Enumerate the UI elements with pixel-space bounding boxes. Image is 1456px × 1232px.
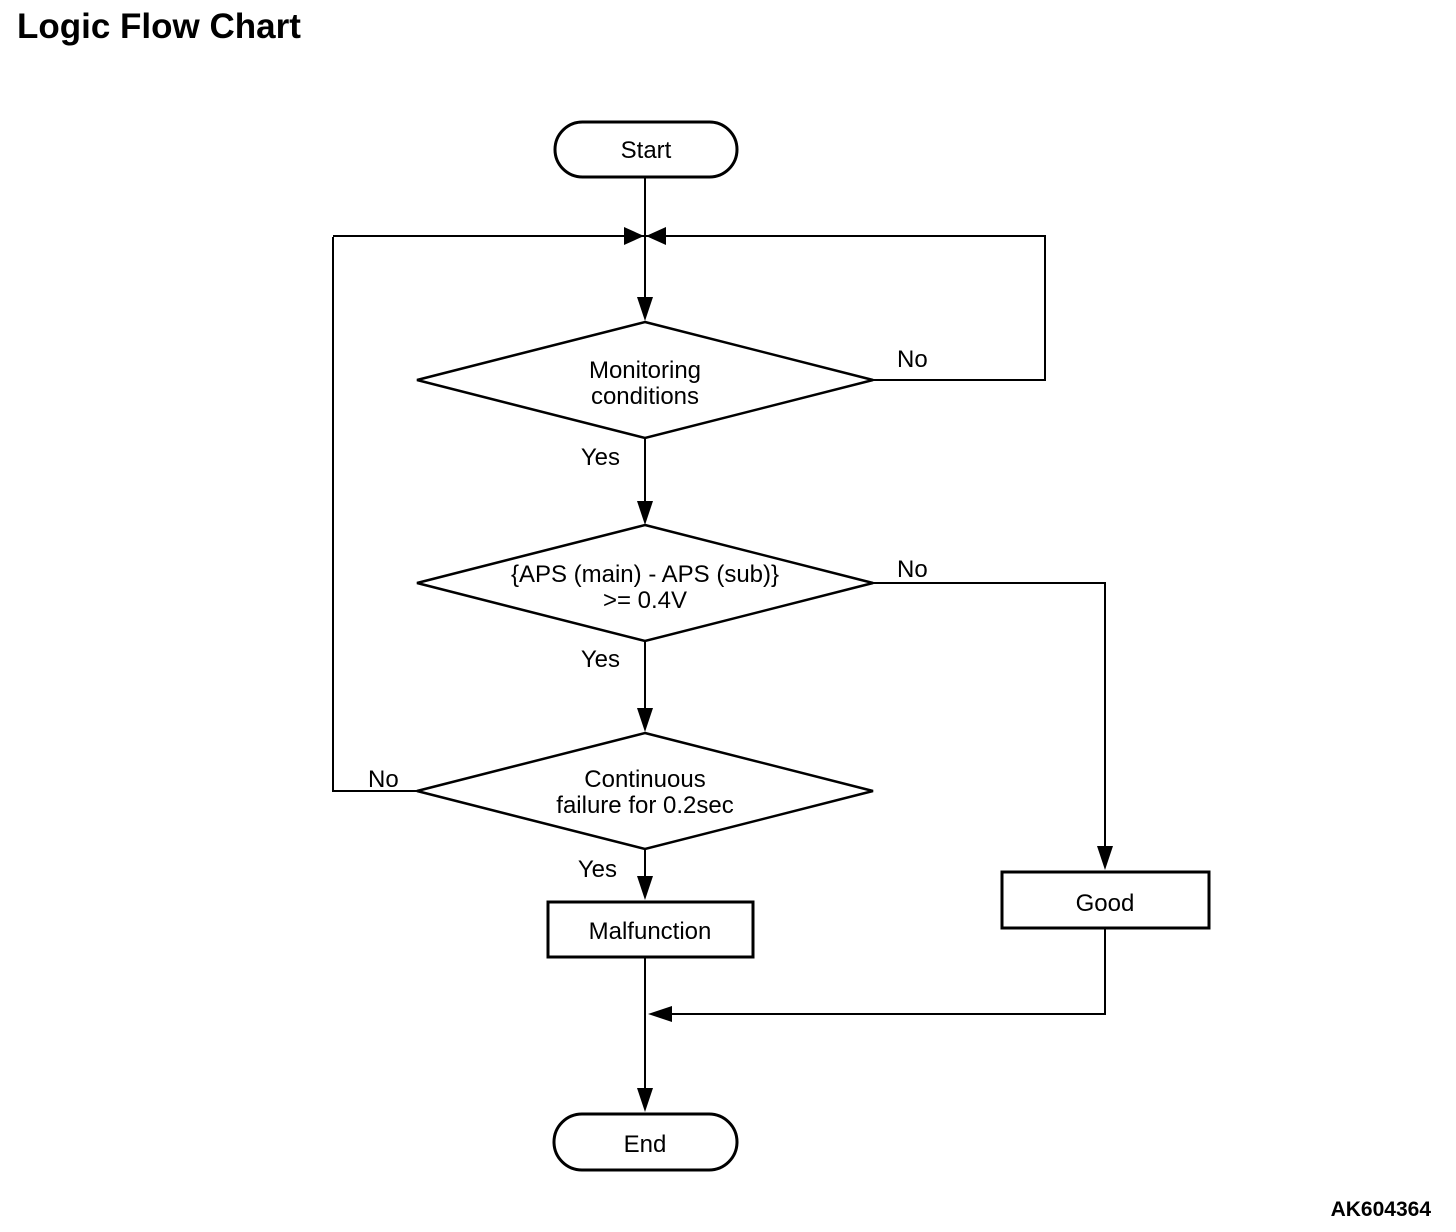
decision-continuous-label-line2: failure for 0.2sec xyxy=(556,792,733,819)
edge-good-to-merge xyxy=(670,927,1106,1015)
good-box-label: Good xyxy=(1076,890,1135,917)
malfunction-box-shape xyxy=(546,900,755,959)
decision-aps-shape xyxy=(416,523,874,643)
page-title: Logic Flow Chart xyxy=(17,7,301,46)
end-node-shape xyxy=(552,1112,739,1172)
arrowhead-into-aps-icon xyxy=(637,501,653,525)
arrowhead-into-monitoring-icon xyxy=(637,297,653,321)
edge-continuous-no xyxy=(332,237,417,792)
monitoring-no-label: No xyxy=(897,346,928,373)
decision-aps-label-line1: {APS (main) - APS (sub)} xyxy=(511,561,779,588)
decision-aps-label-line2: >= 0.4V xyxy=(603,587,687,614)
arrowhead-junction-right-icon xyxy=(646,227,666,245)
decision-monitoring-shape xyxy=(416,320,874,440)
arrowhead-into-continuous-icon xyxy=(637,708,653,732)
aps-yes-label: Yes xyxy=(581,646,620,673)
decision-monitoring-label-line2: conditions xyxy=(591,383,699,410)
edge-aps-no xyxy=(873,582,1106,848)
arrowheads xyxy=(624,227,1113,1112)
continuous-no-label: No xyxy=(368,766,399,793)
node-shapes xyxy=(416,120,1211,1172)
end-node-label: End xyxy=(624,1131,667,1158)
figure-code: AK604364 xyxy=(1330,1198,1431,1221)
node-labels: Start Monitoring conditions {APS (main) … xyxy=(511,137,1134,1158)
start-node-shape xyxy=(553,120,739,179)
decision-continuous-shape xyxy=(416,731,874,851)
arrowhead-into-end-icon xyxy=(637,1088,653,1112)
arrowhead-junction-left-icon xyxy=(624,227,644,245)
arrowhead-merge-left-icon xyxy=(648,1006,672,1022)
edge-monitoring-no xyxy=(873,237,1046,381)
continuous-yes-label: Yes xyxy=(578,856,617,883)
decision-monitoring-label-line1: Monitoring xyxy=(589,357,701,384)
good-box-shape xyxy=(1000,870,1211,930)
aps-no-label: No xyxy=(897,556,928,583)
decision-continuous-label-line1: Continuous xyxy=(584,766,705,793)
monitoring-yes-label: Yes xyxy=(581,444,620,471)
start-node-label: Start xyxy=(621,137,672,164)
malfunction-box-label: Malfunction xyxy=(589,918,712,945)
arrowhead-into-malfunction-icon xyxy=(637,876,653,900)
edges xyxy=(332,177,1106,1090)
arrowhead-into-good-icon xyxy=(1097,846,1113,870)
branch-labels: No Yes No Yes No Yes xyxy=(368,346,928,883)
